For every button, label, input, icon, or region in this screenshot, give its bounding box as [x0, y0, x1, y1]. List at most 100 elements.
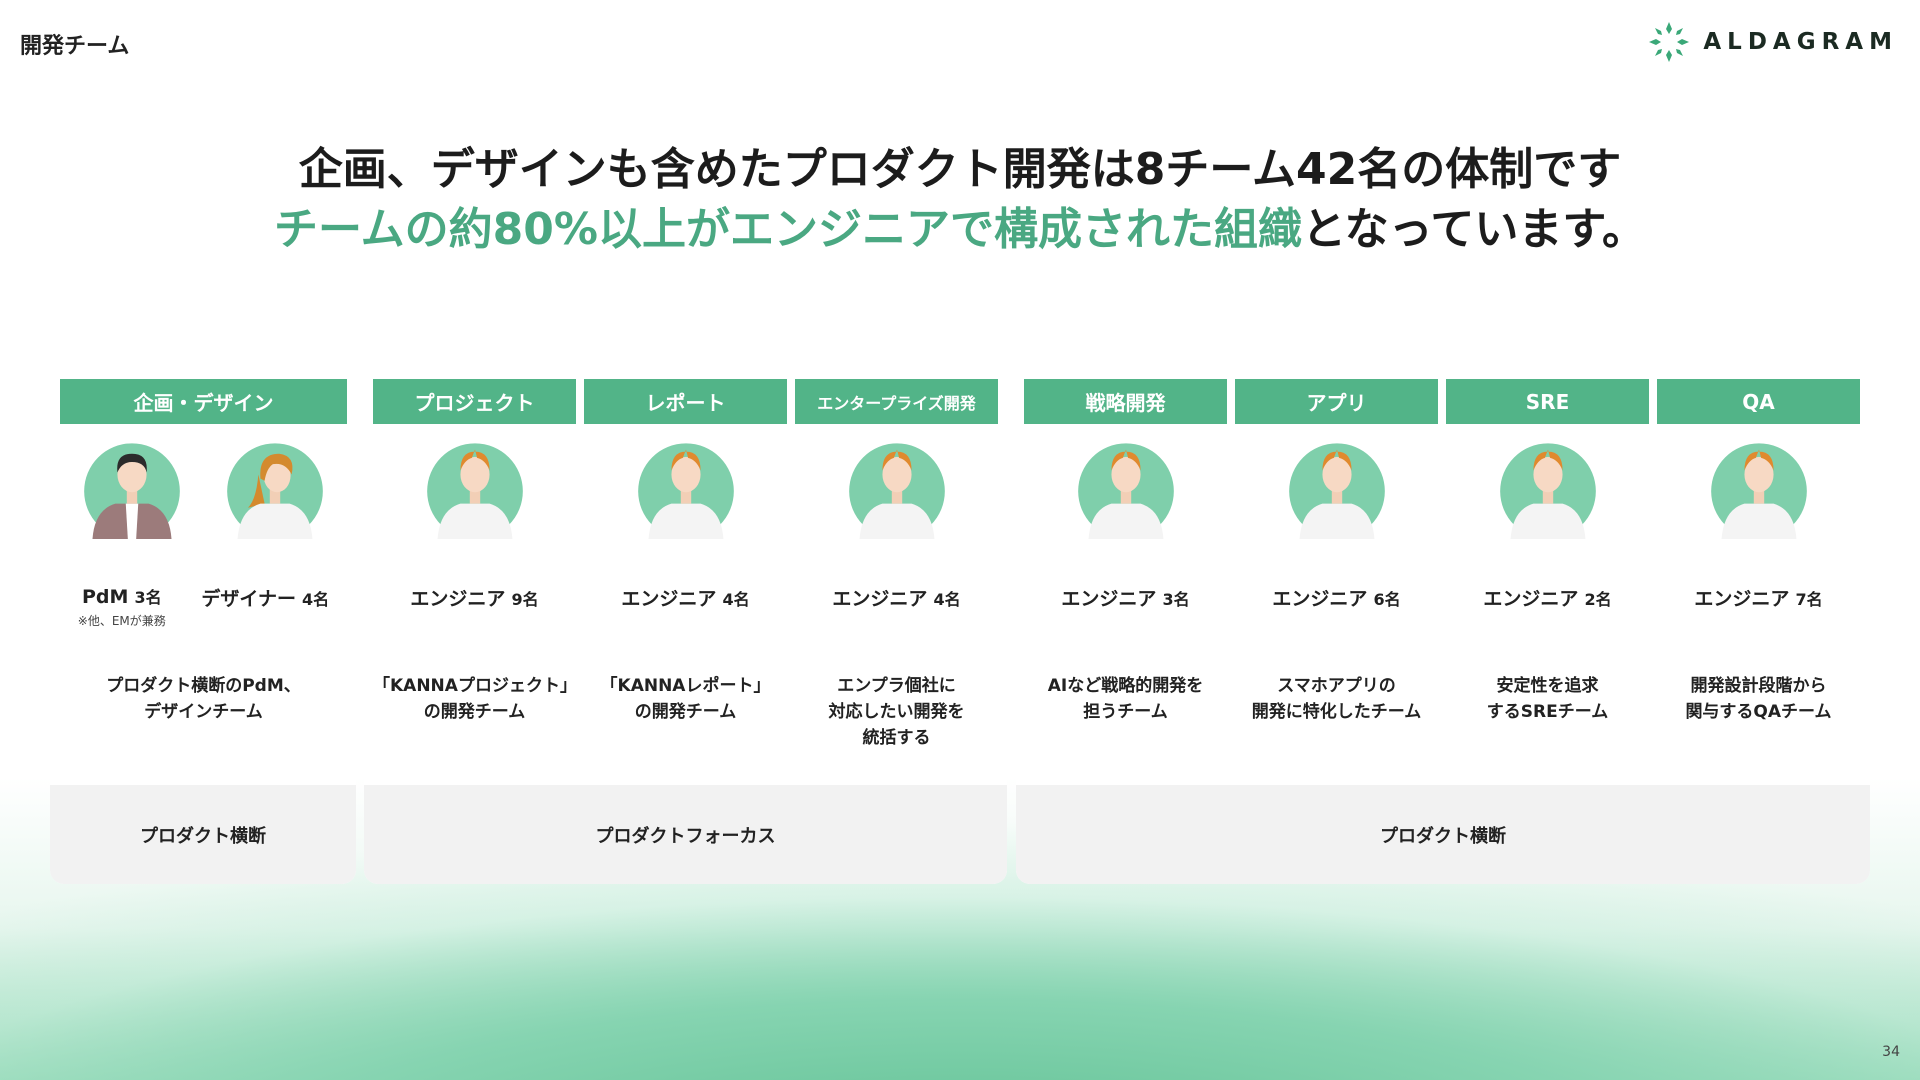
team-description: 開発設計段階から関与するQAチーム — [1657, 673, 1860, 725]
engineer-avatar-icon — [637, 443, 734, 539]
engineer-avatar-icon — [426, 443, 523, 539]
description-line: デザインチーム — [144, 702, 263, 722]
headline-tail: となっています。 — [1301, 204, 1647, 255]
role-engineer: エンジニア 4名 — [621, 584, 749, 611]
roles-row: エンジニア 4名 — [584, 584, 787, 611]
description-line: 担うチーム — [1083, 702, 1168, 722]
role-count: 3名 — [134, 588, 162, 607]
role-name: エンジニア — [1061, 588, 1157, 610]
team-description: 「KANNAプロジェクト」の開発チーム — [373, 673, 577, 725]
headline-line-1: 企画、デザインも含めたプロダクト開発は8チーム42名の体制です — [298, 144, 1622, 195]
team-column-enterprise: エンタープライズ開発 エンジニア 4名 エンプラ個社に対応したい開発を統括する — [795, 379, 998, 785]
description-line: 「KANNAプロジェクト」 — [373, 676, 577, 696]
description-line: スマホアプリの — [1277, 676, 1396, 696]
aldagram-logo-icon — [1649, 22, 1690, 62]
avatar-row — [584, 435, 787, 539]
role-designer: デザイナー 4名 — [201, 584, 329, 629]
designer-avatar-icon — [227, 443, 324, 539]
team-header: アプリ — [1235, 379, 1438, 424]
team-description: 「KANNAレポート」の開発チーム — [584, 673, 787, 725]
group-footer-label: プロダクトフォーカス — [364, 785, 1007, 884]
avatar-row — [795, 435, 998, 539]
role-engineer: エンジニア 3名 — [1061, 584, 1189, 611]
team-column-sre: SRE エンジニア 2名 安定性を追求するSREチーム — [1446, 379, 1649, 785]
role-name: エンジニア — [1272, 588, 1368, 610]
avatar-row — [1235, 435, 1438, 539]
role-name: デザイナー — [201, 588, 297, 610]
role-count: 4名 — [722, 590, 750, 609]
role-count: 4名 — [302, 590, 330, 609]
roles-row: エンジニア 9名 — [373, 584, 576, 611]
description-line: 安定性を追求 — [1496, 676, 1599, 696]
role-name: PdM — [82, 586, 129, 608]
description-line: 開発に特化したチーム — [1251, 702, 1422, 722]
description-line: エンプラ個社に — [837, 676, 956, 696]
roles-row: エンジニア 2名 — [1446, 584, 1649, 611]
description-line: 関与するQAチーム — [1685, 702, 1832, 722]
team-header: プロジェクト — [373, 379, 576, 424]
roles-row: エンジニア 4名 — [795, 584, 998, 611]
group-footer-label: プロダクト横断 — [1016, 785, 1870, 884]
team-header: エンタープライズ開発 — [795, 379, 998, 424]
engineer-avatar-icon — [1499, 443, 1596, 539]
role-name: エンジニア — [410, 588, 506, 610]
roles-row: エンジニア 3名 — [1024, 584, 1227, 611]
team-column-strategy: 戦略開発 エンジニア 3名 AIなど戦略的開発を担うチーム — [1024, 379, 1227, 785]
role-engineer: エンジニア 2名 — [1483, 584, 1611, 611]
description-line: AIなど戦略的開発を — [1047, 676, 1204, 696]
group-footer-label: プロダクト横断 — [50, 785, 356, 884]
description-line: するSREチーム — [1486, 702, 1609, 722]
role-name: エンジニア — [1483, 588, 1579, 610]
team-description: AIなど戦略的開発を担うチーム — [1024, 673, 1227, 725]
team-column-report: レポート エンジニア 4名 「KANNAレポート」の開発チーム — [584, 379, 787, 785]
role-count: 7名 — [1795, 590, 1823, 609]
team-description: 安定性を追求するSREチーム — [1446, 673, 1649, 725]
description-line: 開発設計段階から — [1690, 676, 1827, 696]
role-name: エンジニア — [621, 588, 717, 610]
team-description: エンプラ個社に対応したい開発を統括する — [795, 673, 998, 751]
role-count: 6名 — [1373, 590, 1401, 609]
role-engineer: エンジニア 4名 — [832, 584, 960, 611]
headline: 企画、デザインも含めたプロダクト開発は8チーム42名の体制です チームの約80%… — [0, 140, 1920, 260]
roles-row: エンジニア 6名 — [1235, 584, 1438, 611]
team-header: SRE — [1446, 379, 1649, 424]
team-description: スマホアプリの開発に特化したチーム — [1235, 673, 1438, 725]
description-line: の開発チーム — [634, 702, 737, 722]
role-note: ※他、EMが兼務 — [77, 614, 166, 628]
role-count: 3名 — [1162, 590, 1190, 609]
team-header: 戦略開発 — [1024, 379, 1227, 424]
role-engineer: エンジニア 6名 — [1272, 584, 1400, 611]
description-line: 対応したい開発を — [828, 702, 965, 722]
avatar-row — [1024, 435, 1227, 539]
page-number: 34 — [1882, 1044, 1900, 1060]
description-line: の開発チーム — [423, 702, 526, 722]
team-description: プロダクト横断のPdM、 デザインチーム — [60, 673, 347, 725]
role-count: 2名 — [1584, 590, 1612, 609]
avatar-row — [60, 435, 347, 539]
role-count: 9名 — [511, 590, 539, 609]
role-count: 4名 — [933, 590, 961, 609]
team-header: レポート — [584, 379, 787, 424]
team-header: QA — [1657, 379, 1860, 424]
section-label: 開発チーム — [20, 34, 130, 59]
engineer-avatar-icon — [1077, 443, 1174, 539]
role-name: エンジニア — [832, 588, 928, 610]
roles-row: PdM 3名 ※他、EMが兼務 デザイナー 4名 — [60, 584, 347, 629]
avatar-row — [1446, 435, 1649, 539]
engineer-avatar-icon — [848, 443, 945, 539]
engineer-avatar-icon — [1710, 443, 1807, 539]
description-line: 「KANNAレポート」 — [600, 676, 771, 696]
description-line: プロダクト横断のPdM、 — [106, 676, 301, 696]
pdm-avatar-icon — [83, 443, 180, 539]
avatar-row — [373, 435, 576, 539]
role-pdm: PdM 3名 ※他、EMが兼務 — [78, 584, 166, 629]
team-header: 企画・デザイン — [60, 379, 347, 424]
description-line: 統括する — [862, 728, 931, 748]
brand-logo: ALDAGRAM — [1647, 20, 1898, 64]
team-column-project: プロジェクト エンジニア 9名 「KANNAプロジェクト」の開発チーム — [373, 379, 577, 785]
engineer-avatar-icon — [1288, 443, 1385, 539]
role-engineer: エンジニア 9名 — [410, 584, 538, 611]
